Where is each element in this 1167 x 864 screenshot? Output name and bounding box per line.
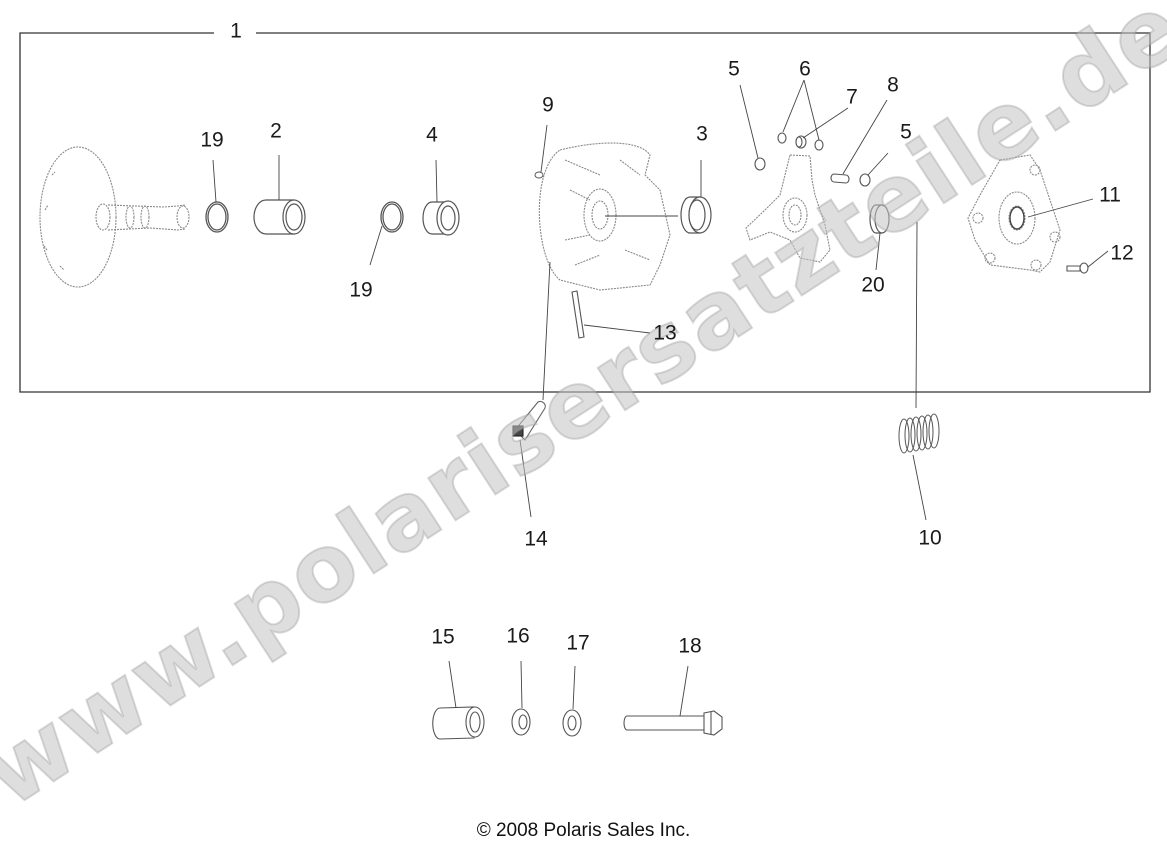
callout-19-mid: 19 (349, 278, 373, 302)
set-screw-part (534, 171, 544, 179)
rollers-washers-part (754, 132, 824, 171)
pin-roller-part (830, 173, 871, 187)
callout-18: 18 (678, 634, 702, 658)
callout-7: 7 (846, 85, 858, 109)
callout-6: 6 (799, 57, 811, 81)
callout-15: 15 (431, 625, 455, 649)
callout-19-left: 19 (200, 128, 224, 152)
callout-14: 14 (524, 527, 548, 551)
dowel-pin-part (571, 290, 585, 339)
callout-4: 4 (426, 123, 438, 147)
assembly-frame (19, 32, 1151, 393)
ring-right-part (869, 204, 890, 234)
callout-5-left: 5 (728, 57, 740, 81)
callout-9: 9 (542, 93, 554, 117)
spring-part (898, 413, 940, 454)
callout-5-right: 5 (900, 120, 912, 144)
callout-17: 17 (566, 631, 590, 655)
moveable-sheave-part (538, 142, 671, 291)
bushing-part (253, 199, 306, 235)
washer-thin-part (562, 709, 582, 737)
weight-part (512, 400, 546, 441)
spider-part (745, 154, 831, 263)
cover-part (967, 154, 1061, 273)
bolt-long-part (623, 710, 723, 736)
callout-13: 13 (653, 321, 677, 345)
callout-8: 8 (887, 73, 899, 97)
callout-12: 12 (1110, 241, 1134, 265)
bushing-flanged-part (422, 200, 460, 236)
callout-1: 1 (222, 20, 250, 42)
spacer-part (432, 706, 485, 740)
callout-2: 2 (270, 119, 282, 143)
callout-16: 16 (506, 624, 530, 648)
callout-11: 11 (1099, 183, 1121, 207)
washer-thick-part (511, 708, 531, 736)
cover-bushing-inner (1009, 206, 1025, 230)
ring-mid-part (380, 201, 404, 233)
leader-lines (212, 79, 1109, 717)
bushing-large-part (680, 196, 712, 234)
callout-20: 20 (861, 273, 885, 297)
ring-left-part (205, 201, 229, 233)
fixed-sheave-part (39, 146, 190, 288)
copyright-notice: © 2008 Polaris Sales Inc. (476, 820, 691, 841)
callout-10: 10 (918, 526, 942, 550)
callout-3: 3 (696, 122, 708, 146)
cover-bolt-part (1066, 262, 1089, 274)
